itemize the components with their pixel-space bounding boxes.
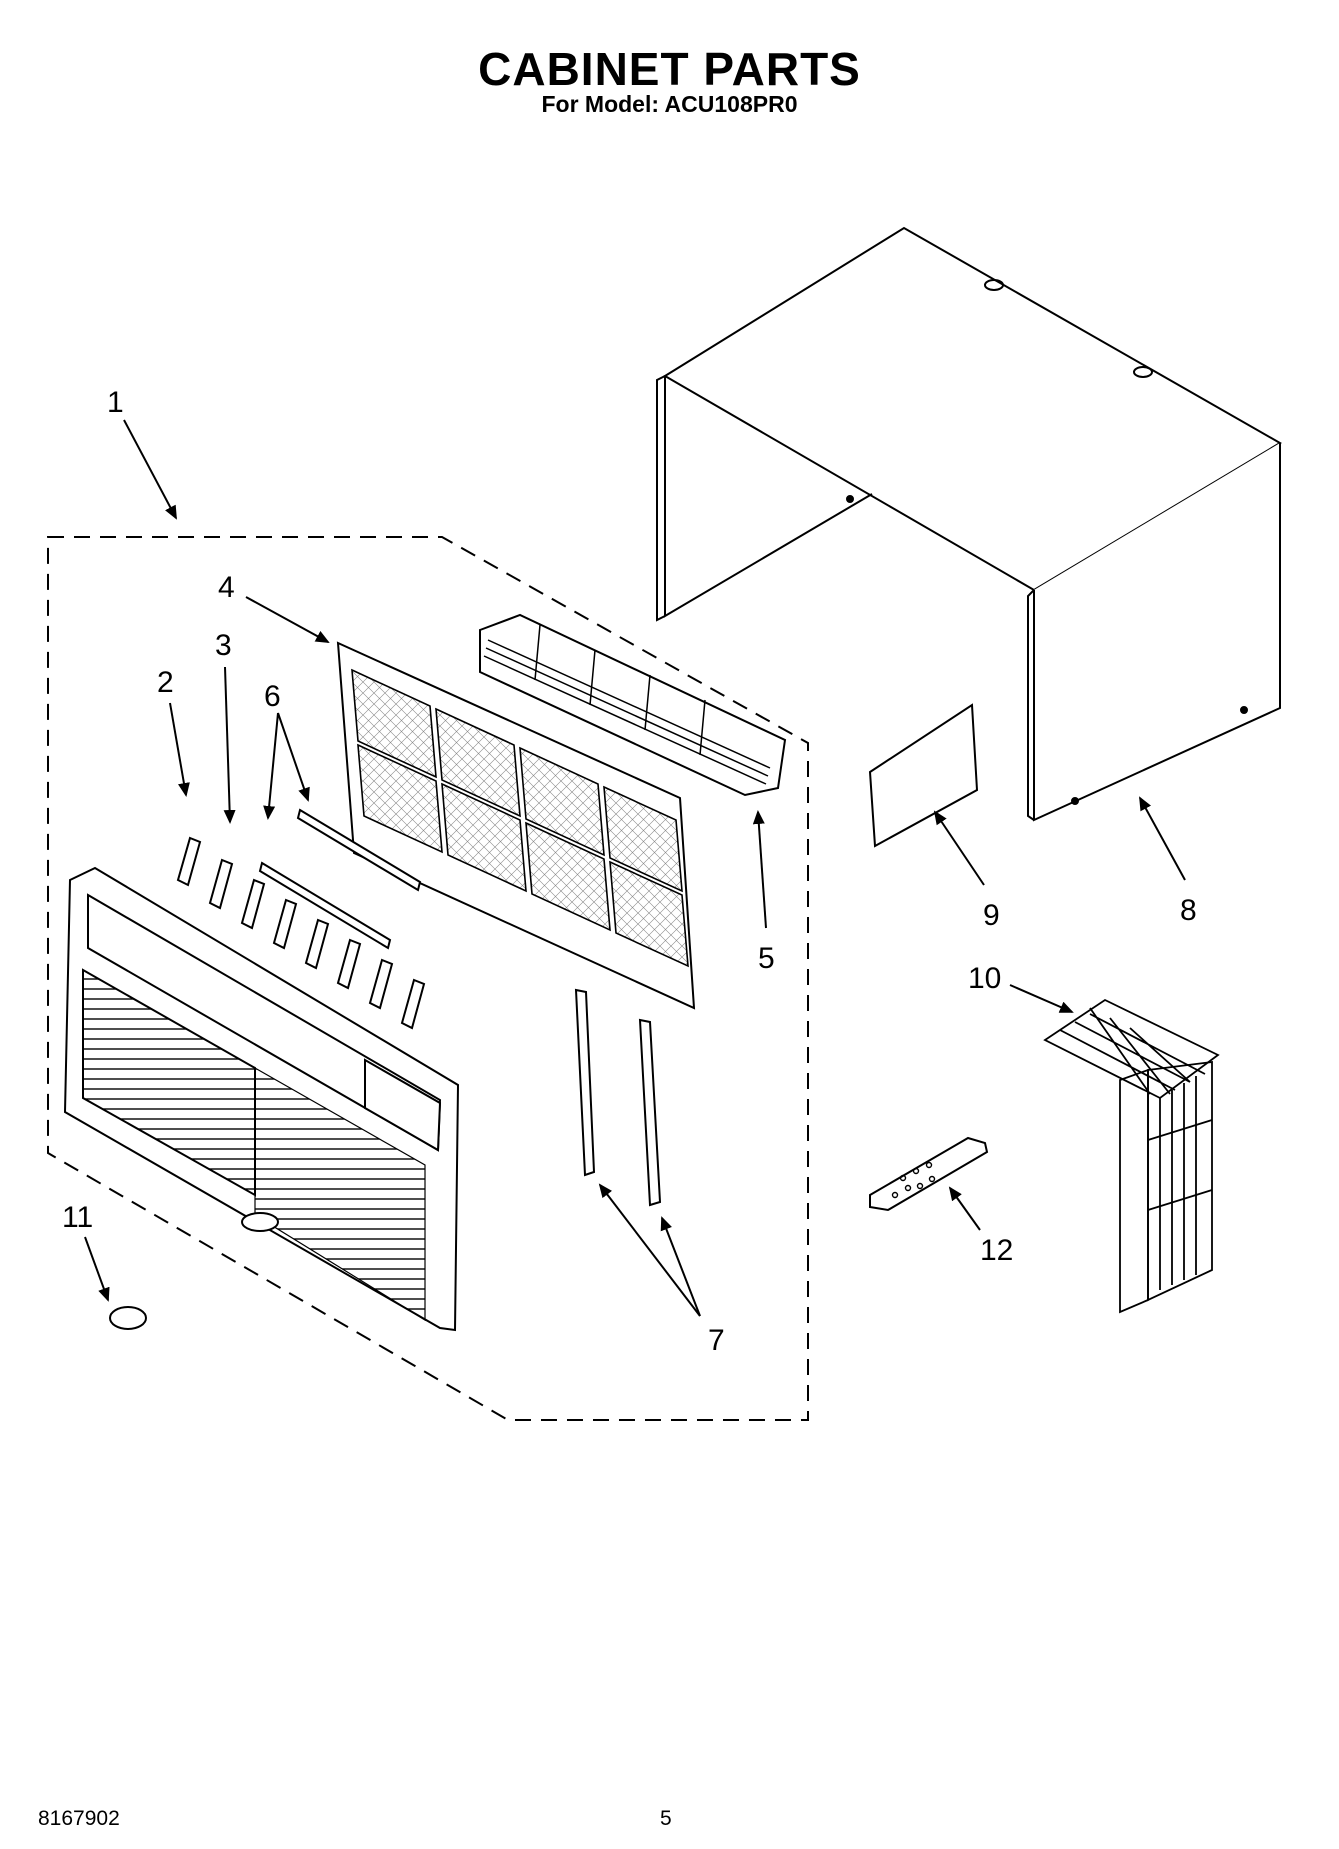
louver-rails bbox=[258, 808, 422, 950]
leader-arrow-3 bbox=[223, 666, 236, 824]
side-seals bbox=[574, 988, 662, 1207]
leader-arrow-4 bbox=[245, 596, 330, 643]
callout-6: 6 bbox=[264, 680, 281, 713]
callout-3: 3 bbox=[215, 629, 232, 662]
louver-clips bbox=[176, 836, 426, 1030]
leader-arrow-2 bbox=[169, 702, 190, 797]
callout-2: 2 bbox=[157, 666, 174, 699]
leader-arrow-11 bbox=[84, 1236, 110, 1302]
front-panel-assembly-boundary bbox=[47, 536, 809, 1421]
air-filter bbox=[336, 641, 696, 1010]
remote-control bbox=[869, 1136, 989, 1212]
leader-arrow-7b bbox=[660, 1216, 701, 1317]
leader-arrow-8 bbox=[1139, 796, 1186, 881]
leader-arrows bbox=[84, 419, 1186, 1317]
top-air-vent bbox=[479, 613, 787, 797]
callout-4: 4 bbox=[218, 571, 235, 604]
cabinet-wrapper bbox=[656, 226, 1282, 822]
front-grille bbox=[63, 866, 460, 1332]
leader-arrow-9 bbox=[933, 810, 985, 886]
callout-5: 5 bbox=[758, 942, 775, 975]
leader-arrow-6a bbox=[263, 712, 279, 820]
leader-arrow-6b bbox=[277, 712, 310, 802]
wire-guard bbox=[1043, 998, 1220, 1314]
callout-9: 9 bbox=[983, 899, 1000, 932]
leader-arrow-1 bbox=[123, 419, 177, 520]
logo-badge bbox=[109, 1306, 147, 1330]
callout-7: 7 bbox=[708, 1324, 725, 1357]
callout-11: 11 bbox=[62, 1201, 93, 1234]
page-number: 5 bbox=[660, 1807, 672, 1830]
leader-arrow-7a bbox=[598, 1183, 701, 1317]
leader-arrow-10 bbox=[1009, 984, 1074, 1013]
control-panel-plate bbox=[868, 703, 979, 848]
callout-8: 8 bbox=[1180, 894, 1197, 927]
model-subtitle: For Model: ACU108PR0 bbox=[541, 91, 798, 117]
page-title: CABINET PARTS bbox=[478, 43, 861, 95]
callout-1: 1 bbox=[107, 386, 124, 419]
callout-10: 10 bbox=[968, 962, 1001, 995]
leader-arrow-5 bbox=[752, 810, 767, 929]
leader-arrow-12 bbox=[948, 1186, 981, 1231]
callout-12: 12 bbox=[980, 1234, 1013, 1267]
document-number: 8167902 bbox=[38, 1807, 120, 1830]
